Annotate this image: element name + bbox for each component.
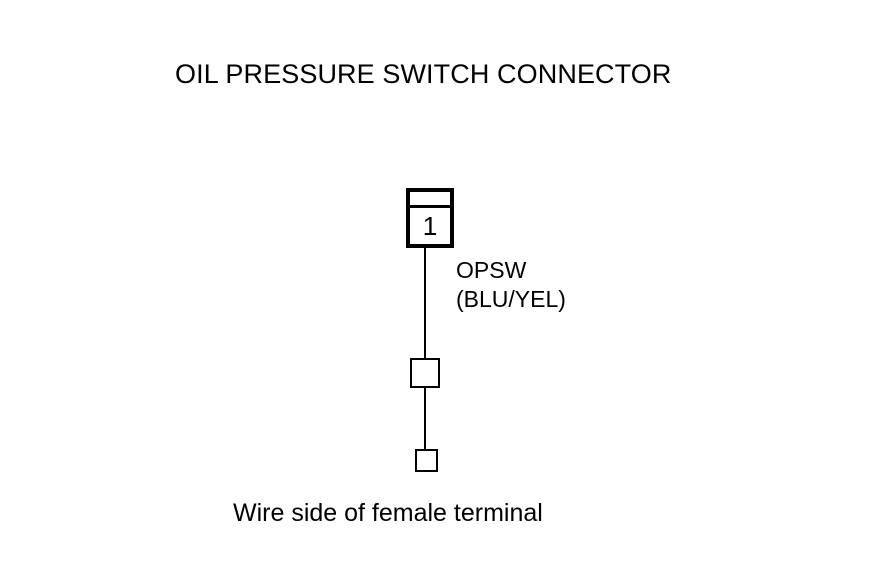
terminal-square-lower xyxy=(415,449,438,472)
connector-housing xyxy=(406,188,454,248)
diagram-title: OIL PRESSURE SWITCH CONNECTOR xyxy=(175,59,672,89)
wire-label-group: OPSW (BLU/YEL) xyxy=(456,256,566,314)
terminal-square-upper xyxy=(410,358,440,388)
wire-segment-lower xyxy=(424,386,426,450)
wire-segment-upper xyxy=(424,248,426,359)
connector-pin-number: 1 xyxy=(422,211,438,241)
connector-divider-line xyxy=(406,205,454,208)
wire-circuit-name: OPSW xyxy=(456,257,527,283)
diagram-caption: Wire side of female terminal xyxy=(233,499,543,527)
wire-color-code: (BLU/YEL) xyxy=(456,286,566,312)
